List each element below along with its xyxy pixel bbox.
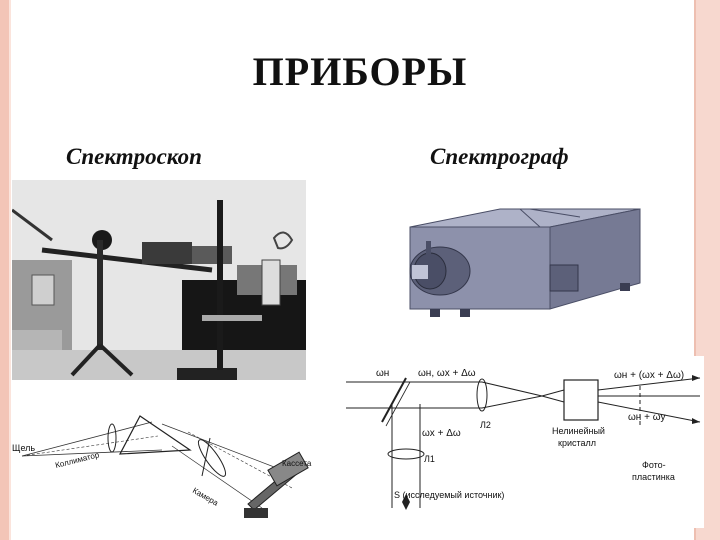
slit-label: Щель bbox=[12, 443, 35, 453]
lens1-label: Л1 bbox=[424, 454, 435, 464]
out-freq-upper: ωн + (ωx + Δω) bbox=[614, 370, 684, 381]
crystal-label-line1: Нелинейный bbox=[552, 426, 605, 436]
freq-top-mid: ωн, ωx + Δω bbox=[418, 368, 476, 379]
freq-lower-mid: ωx + Δω bbox=[422, 428, 461, 439]
collimator-label: Коллиматор bbox=[54, 450, 100, 470]
lens2-label: Л2 bbox=[480, 420, 491, 430]
out-freq-lower: ωн + ωy bbox=[628, 412, 666, 423]
freq-top-left: ωн bbox=[376, 368, 389, 379]
spectroscope-photo bbox=[12, 180, 306, 380]
spectrograph-device bbox=[400, 205, 650, 330]
slide-title: ПРИБОРЫ bbox=[0, 48, 720, 95]
spectrograph-caption: Спектрограф bbox=[430, 144, 569, 170]
plate-label-line1: Фото- bbox=[642, 460, 666, 470]
spectroscope-caption: Спектроскоп bbox=[66, 144, 202, 170]
camera-label: Камера bbox=[191, 486, 220, 508]
source-label: S (исследуемый источник) bbox=[394, 490, 504, 500]
plate-label-line2: пластинка bbox=[632, 472, 675, 482]
cassette-label: Кассета bbox=[282, 459, 312, 468]
crystal-label-line2: кристалл bbox=[558, 438, 596, 448]
optical-scheme-diagram: ωн ωн, ωx + Δω ωx + Δω Л1 Л2 S (исследуе… bbox=[342, 356, 704, 528]
spectroscope-diagram: Щель Коллиматор Камера Кассета bbox=[12, 408, 334, 526]
